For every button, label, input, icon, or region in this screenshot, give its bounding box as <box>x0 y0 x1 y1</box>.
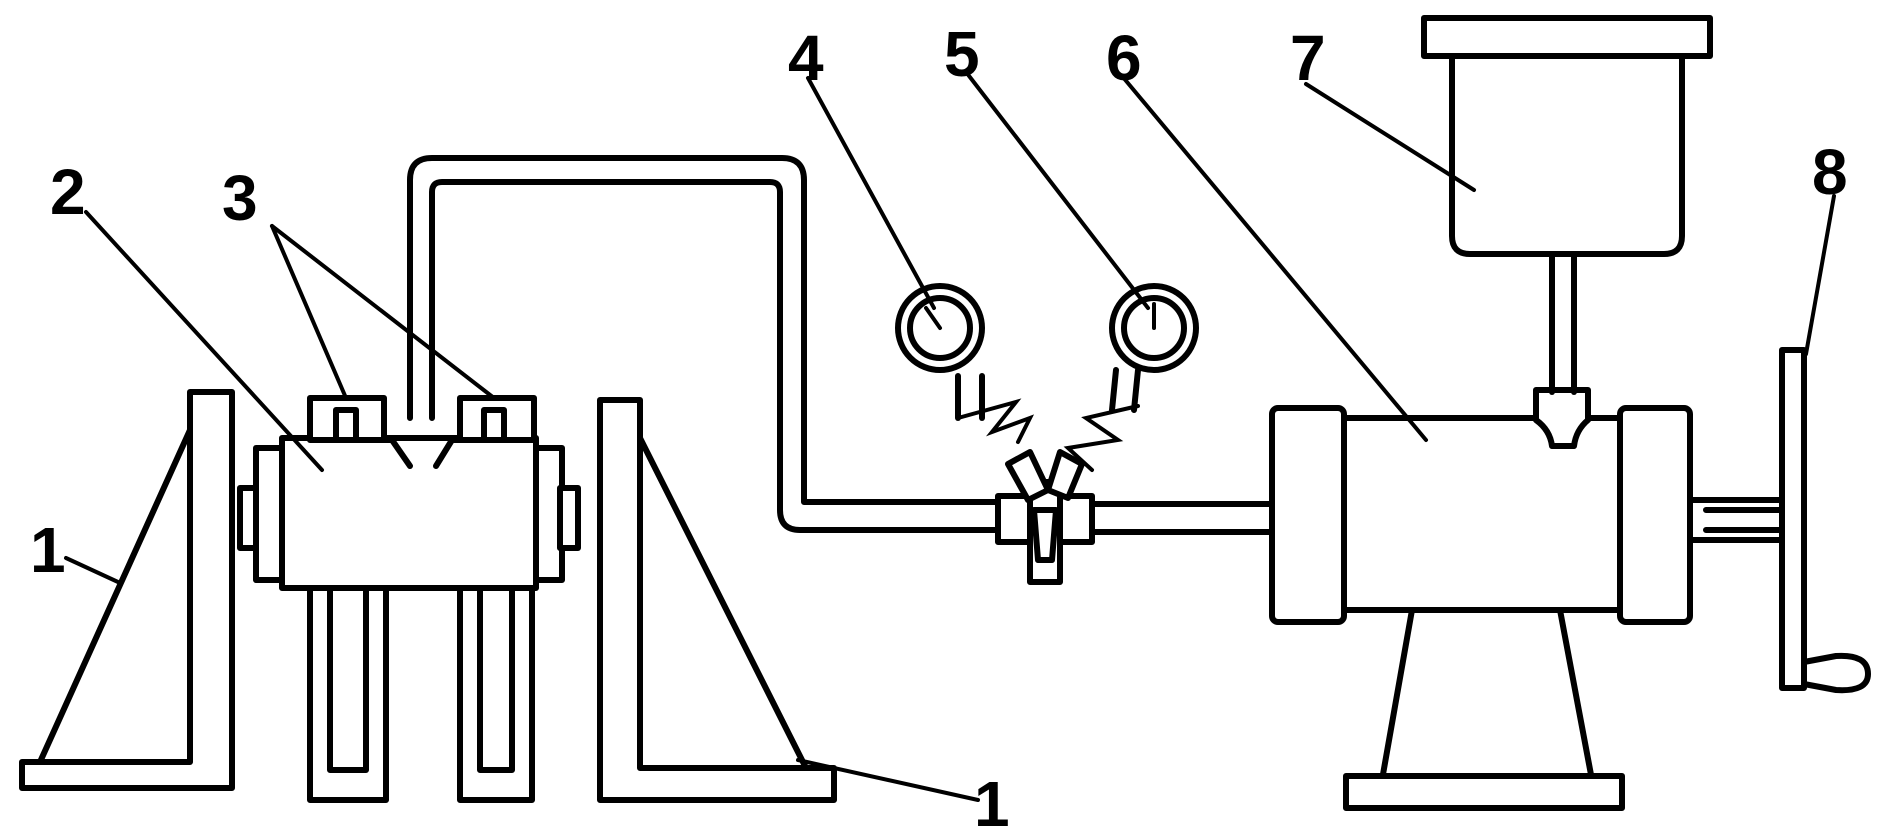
label-handle: 8 <box>1812 136 1848 208</box>
label-bracket-right: 1 <box>974 768 1010 832</box>
pressure-gauge-right <box>1109 283 1199 373</box>
pressure-gauge-left <box>895 283 985 373</box>
pump-body <box>1337 415 1627 613</box>
pump-handle <box>1779 347 1871 694</box>
left-stand <box>19 389 235 791</box>
label-clamps: 3 <box>222 162 258 234</box>
pressure-pipe <box>407 155 1003 533</box>
label-gauge-left: 4 <box>788 22 824 94</box>
clamp-leg-left <box>307 585 389 803</box>
label-pump: 6 <box>1106 22 1142 94</box>
right-stand <box>597 397 837 803</box>
label-test-block: 2 <box>50 156 86 228</box>
label-gauge-right: 5 <box>944 18 980 90</box>
leader-lines <box>64 70 1836 802</box>
clamp-leg-right <box>457 585 535 803</box>
oil-tank <box>1421 15 1713 395</box>
valve-assembly <box>955 367 1275 585</box>
label-bracket-left: 1 <box>30 514 66 586</box>
label-tank: 7 <box>1290 22 1326 94</box>
hand-pump <box>1269 387 1785 811</box>
test-block-assembly <box>237 395 581 803</box>
